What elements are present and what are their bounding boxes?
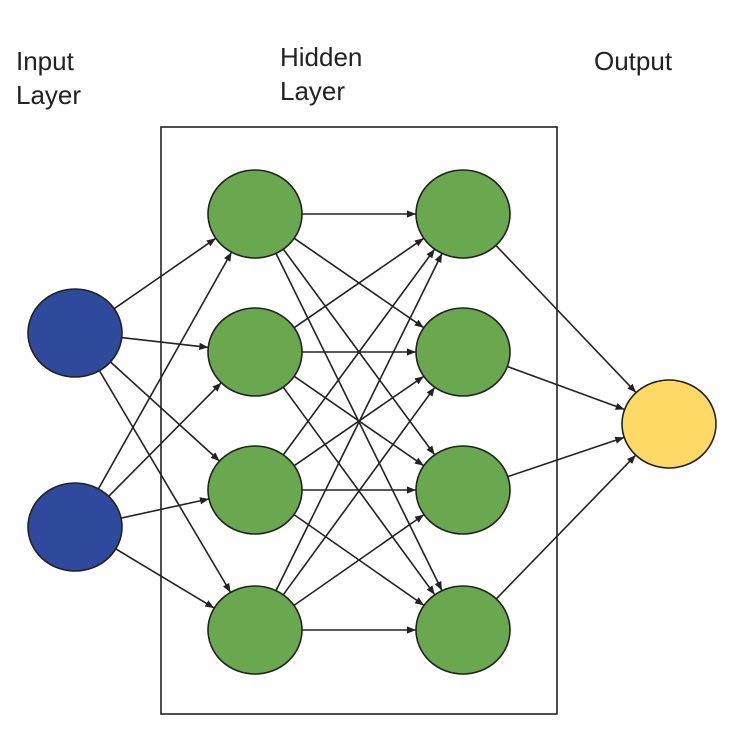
connection-hidden-1-4-to-hidden-2-1 [275,253,443,591]
connection-hidden-1-2-to-hidden-2-1 [293,237,425,329]
hidden-layer-label: Hidden Layer [280,42,370,106]
connection-input-1-to-hidden-1-2 [121,336,209,350]
input-layer-label-line1: Input [16,46,75,76]
hidden-1-neuron-4 [207,585,303,675]
connection-input-2-to-hidden-1-4 [115,548,215,609]
hidden-2-neuron-2 [415,307,511,397]
output-layer-label: Output [594,46,673,76]
output-neuron-1 [621,379,717,469]
hidden-1-neuron-2 [207,307,303,397]
neurons [27,169,717,675]
connection-input-1-to-hidden-1-4 [98,370,232,593]
input-layer-label: Input Layer [16,46,81,110]
hidden-layer-label-line1: Hidden [280,42,362,72]
connection-input-2-to-hidden-1-3 [120,497,210,519]
hidden-2-neuron-3 [415,445,511,535]
connection-hidden-1-4-to-hidden-2-3 [293,513,425,607]
hidden-2-neuron-4 [415,585,511,675]
connection-input-1-to-hidden-1-1 [113,237,217,310]
hidden-1-neuron-3 [207,445,303,535]
connection-hidden-1-4-to-hidden-2-2 [282,386,436,596]
connection-hidden-2-3-to-output-1 [507,436,625,478]
hidden-layer-box [160,126,558,715]
input-layer-label-line2: Layer [16,80,81,110]
output-layer-label-line1: Output [594,46,673,76]
connection-input-2-to-hidden-1-1 [97,251,233,490]
connection-input-2-to-hidden-1-2 [108,382,222,497]
connections [97,210,637,634]
input-neuron-1 [27,288,123,378]
connection-input-1-to-hidden-1-3 [109,361,221,462]
hidden-1-neuron-1 [207,169,303,259]
connection-hidden-2-1-to-output-1 [495,244,637,394]
connection-hidden-2-2-to-output-1 [507,365,625,411]
hidden-layer-label-line2: Layer [280,76,345,106]
hidden-2-neuron-1 [415,169,511,259]
connection-hidden-1-3-to-hidden-2-1 [282,248,436,456]
input-neuron-2 [27,482,123,572]
connection-hidden-2-4-to-output-1 [495,454,637,600]
